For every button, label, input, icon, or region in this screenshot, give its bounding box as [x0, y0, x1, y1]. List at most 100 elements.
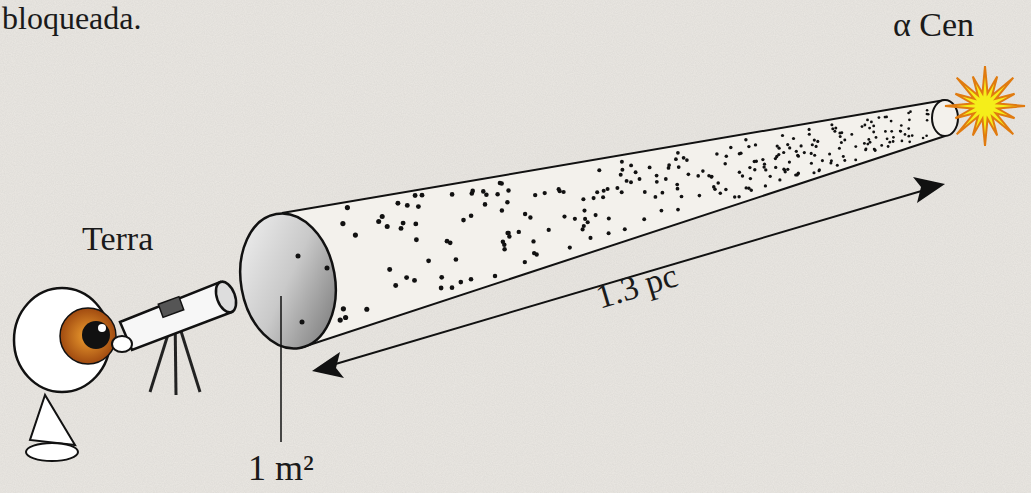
dust-grain — [729, 146, 732, 149]
dust-grain — [676, 208, 680, 212]
dust-grain — [505, 231, 509, 235]
dust-grain — [385, 224, 390, 229]
dust-grain — [395, 201, 400, 206]
dust-grain — [764, 168, 767, 171]
dust-grain — [764, 184, 767, 187]
dust-grain — [450, 285, 455, 290]
dust-grain — [737, 195, 740, 198]
distance-arrow — [322, 187, 935, 368]
dust-grain — [655, 180, 659, 184]
dust-grain — [886, 137, 889, 140]
dust-grain — [664, 177, 668, 181]
dust-grain — [748, 166, 751, 169]
dust-grain — [343, 315, 348, 320]
dust-grain — [674, 157, 678, 161]
dust-grain — [796, 173, 799, 176]
dust-grain — [713, 187, 717, 191]
dust-grain — [676, 187, 680, 191]
dust-grain — [500, 208, 504, 212]
dust-grain — [387, 267, 392, 272]
dust-grain — [838, 147, 841, 150]
dust-grain — [528, 215, 532, 219]
dust-grain — [808, 128, 811, 131]
dust-grain — [643, 190, 647, 194]
dust-grain — [405, 203, 410, 208]
dust-grain — [899, 130, 902, 133]
dust-grain — [880, 144, 883, 147]
dust-grain — [786, 143, 789, 146]
dust-grain — [469, 213, 474, 218]
dust-grain — [872, 124, 875, 127]
dust-grain — [795, 150, 798, 153]
dust-grain — [784, 170, 787, 173]
dust-grain — [875, 136, 878, 139]
dust-grain — [502, 247, 506, 251]
dust-grain — [763, 163, 766, 166]
dust-grain — [634, 170, 638, 174]
dust-grain — [561, 190, 565, 194]
dust-grain — [738, 171, 741, 174]
dust-grain — [796, 154, 799, 157]
dust-grain — [904, 133, 907, 136]
dust-grain — [325, 266, 330, 271]
star-name: α Cen — [893, 8, 974, 42]
dust-grain — [667, 166, 671, 170]
dust-grain — [698, 194, 702, 198]
dust-grain — [907, 112, 910, 115]
dust-grain — [341, 306, 346, 311]
dust-grain — [744, 138, 747, 141]
dust-grain — [745, 186, 748, 189]
telescope — [120, 279, 240, 350]
dust-grain — [586, 220, 590, 224]
cone-edge — [282, 100, 945, 213]
dust-grain — [677, 165, 681, 169]
dust-grain — [890, 130, 893, 133]
dust-grain — [606, 187, 610, 191]
dust-grain — [877, 116, 880, 119]
dust-grain — [535, 252, 539, 256]
dust-grain — [623, 227, 627, 231]
area-disc — [230, 206, 346, 356]
planet-label: Terra — [82, 222, 153, 256]
dust-grain — [821, 159, 824, 162]
dust-grain — [620, 168, 624, 172]
dust-grain — [531, 239, 535, 243]
dust-grain — [753, 160, 756, 163]
dust-grain — [619, 173, 623, 177]
dust-grain — [867, 138, 870, 141]
dust-grain — [778, 178, 781, 181]
dust-grain — [458, 280, 463, 285]
dust-grain — [660, 209, 664, 213]
dust-grain — [892, 140, 895, 143]
dust-grain — [788, 146, 791, 149]
dust-grain — [842, 155, 845, 158]
dust-grain — [811, 143, 814, 146]
dust-grain — [642, 217, 646, 221]
dust-grain — [495, 192, 500, 197]
dust-grain — [781, 134, 784, 137]
dust-grain — [861, 125, 864, 128]
dust-grain — [890, 120, 893, 123]
dust-grain — [850, 133, 853, 136]
dust-grain — [761, 158, 764, 161]
dust-grain — [834, 127, 837, 130]
dust-grain — [741, 174, 744, 177]
dust-grain — [364, 307, 369, 312]
dust-grain — [345, 205, 350, 210]
dust-grain — [828, 152, 831, 155]
dust-grain — [808, 133, 811, 136]
dust-grain — [830, 123, 833, 126]
dust-grain — [533, 193, 537, 197]
dust-grain — [839, 135, 842, 138]
dust-grain — [583, 217, 587, 221]
dust-grain — [450, 192, 455, 197]
dust-grain — [769, 175, 772, 178]
dust-grain — [899, 130, 902, 133]
dust-grain — [296, 254, 301, 259]
dust-grain — [445, 239, 450, 244]
dust-grain — [582, 224, 586, 228]
dust-grain — [864, 148, 867, 151]
dust-grain — [523, 260, 527, 264]
